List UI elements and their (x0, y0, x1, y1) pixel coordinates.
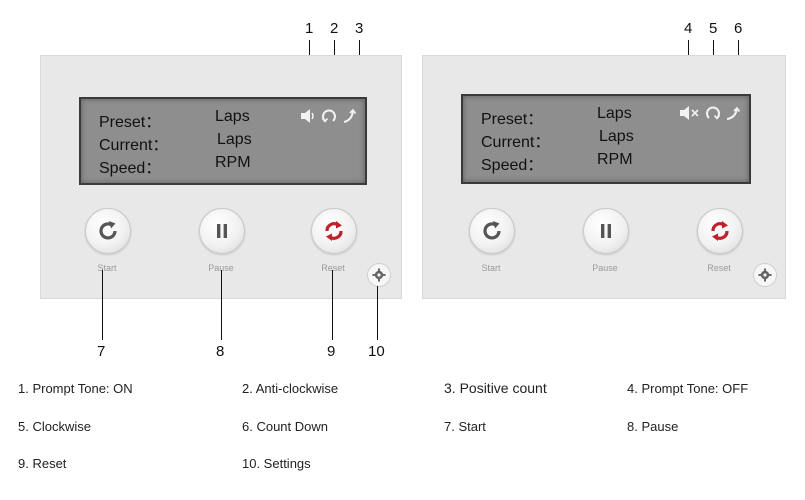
legend-item-7: 7. Start (444, 419, 486, 434)
callout-5: 5 (709, 20, 718, 37)
pause-label: Pause (592, 263, 618, 273)
legend-item-1: 1. Prompt Tone: ON (18, 381, 133, 396)
gear-icon (372, 268, 386, 282)
speed-label: Speed： (481, 157, 544, 174)
anti-clockwise-icon (321, 109, 336, 123)
start-icon (483, 221, 501, 240)
preset-value: Laps (215, 108, 250, 125)
count-down-icon (726, 106, 741, 120)
current-label: Current： (481, 134, 551, 151)
lcd-display: Preset： Laps Current： Laps Speed： RPM (79, 97, 367, 185)
pause-icon (601, 224, 611, 238)
settings-button[interactable] (367, 263, 391, 287)
speed-label: Speed： (99, 160, 162, 177)
legend-item-10: 10. Settings (242, 456, 311, 471)
gear-icon (758, 268, 772, 282)
start-label: Start (481, 263, 501, 273)
current-value: Laps (599, 128, 634, 145)
callout-3: 3 (355, 20, 364, 37)
current-value: Laps (217, 131, 252, 148)
lcd-row-speed: Speed： RPM (81, 154, 365, 177)
start-button[interactable] (469, 208, 515, 254)
preset-label: Preset： (481, 111, 544, 128)
callout-8: 8 (216, 343, 225, 360)
settings-button[interactable] (753, 263, 777, 287)
callout-2: 2 (330, 20, 339, 37)
speaker-muted-icon (680, 106, 699, 120)
pause-button[interactable] (199, 208, 245, 254)
reset-icon (325, 221, 343, 241)
timer-panel-tone-off: Preset： Laps Current： Laps Speed： RPM (422, 55, 786, 299)
reset-label: Reset (707, 263, 731, 273)
positive-count-icon (343, 108, 357, 123)
reset-label: Reset (321, 263, 345, 273)
lcd-row-current: Current： Laps (463, 128, 749, 151)
start-button[interactable] (85, 208, 131, 254)
lcd-row-current: Current： Laps (81, 131, 365, 154)
legend-item-6: 6. Count Down (242, 419, 328, 434)
speed-value: RPM (215, 154, 251, 171)
legend-item-5: 5. Clockwise (18, 419, 91, 434)
lcd-status-icons (679, 104, 741, 122)
lcd-row-preset: Preset： Laps (463, 105, 749, 128)
preset-value: Laps (597, 105, 632, 122)
reset-button[interactable] (697, 208, 743, 254)
preset-label: Preset： (99, 114, 162, 131)
lcd-row-speed: Speed： RPM (463, 151, 749, 174)
callout-line-8 (221, 270, 222, 340)
legend-item-3: 3. Positive count (444, 380, 547, 396)
speed-value: RPM (597, 151, 633, 168)
legend-item-4: 4. Prompt Tone: OFF (627, 381, 749, 396)
lcd-status-icons (299, 107, 357, 125)
callout-7: 7 (97, 343, 106, 360)
callout-line-7 (102, 270, 103, 340)
legend-item-8: 8. Pause (627, 419, 679, 434)
pause-button[interactable] (583, 208, 629, 254)
callout-4: 4 (684, 20, 693, 37)
start-icon (99, 221, 117, 240)
clockwise-icon (706, 106, 721, 120)
pause-label: Pause (208, 263, 234, 273)
reset-button[interactable] (311, 208, 357, 254)
callout-line-9 (332, 270, 333, 340)
callout-6: 6 (734, 20, 743, 37)
lcd-row-preset: Preset： Laps (81, 108, 365, 131)
legend-item-9: 9. Reset (18, 456, 67, 471)
callout-1: 1 (305, 20, 314, 37)
callout-9: 9 (327, 343, 336, 360)
pause-icon (217, 224, 227, 238)
speaker-on-icon (301, 109, 314, 123)
current-label: Current： (99, 137, 169, 154)
callout-line-10 (377, 286, 378, 340)
legend-item-2: 2. Anti-clockwise (242, 381, 339, 396)
callout-10: 10 (368, 343, 385, 360)
lcd-display: Preset： Laps Current： Laps Speed： RPM (461, 94, 751, 184)
reset-icon (711, 221, 729, 241)
timer-panel-tone-on: Preset： Laps Current： Laps Speed： RPM (40, 55, 402, 299)
start-label: Start (97, 263, 117, 273)
